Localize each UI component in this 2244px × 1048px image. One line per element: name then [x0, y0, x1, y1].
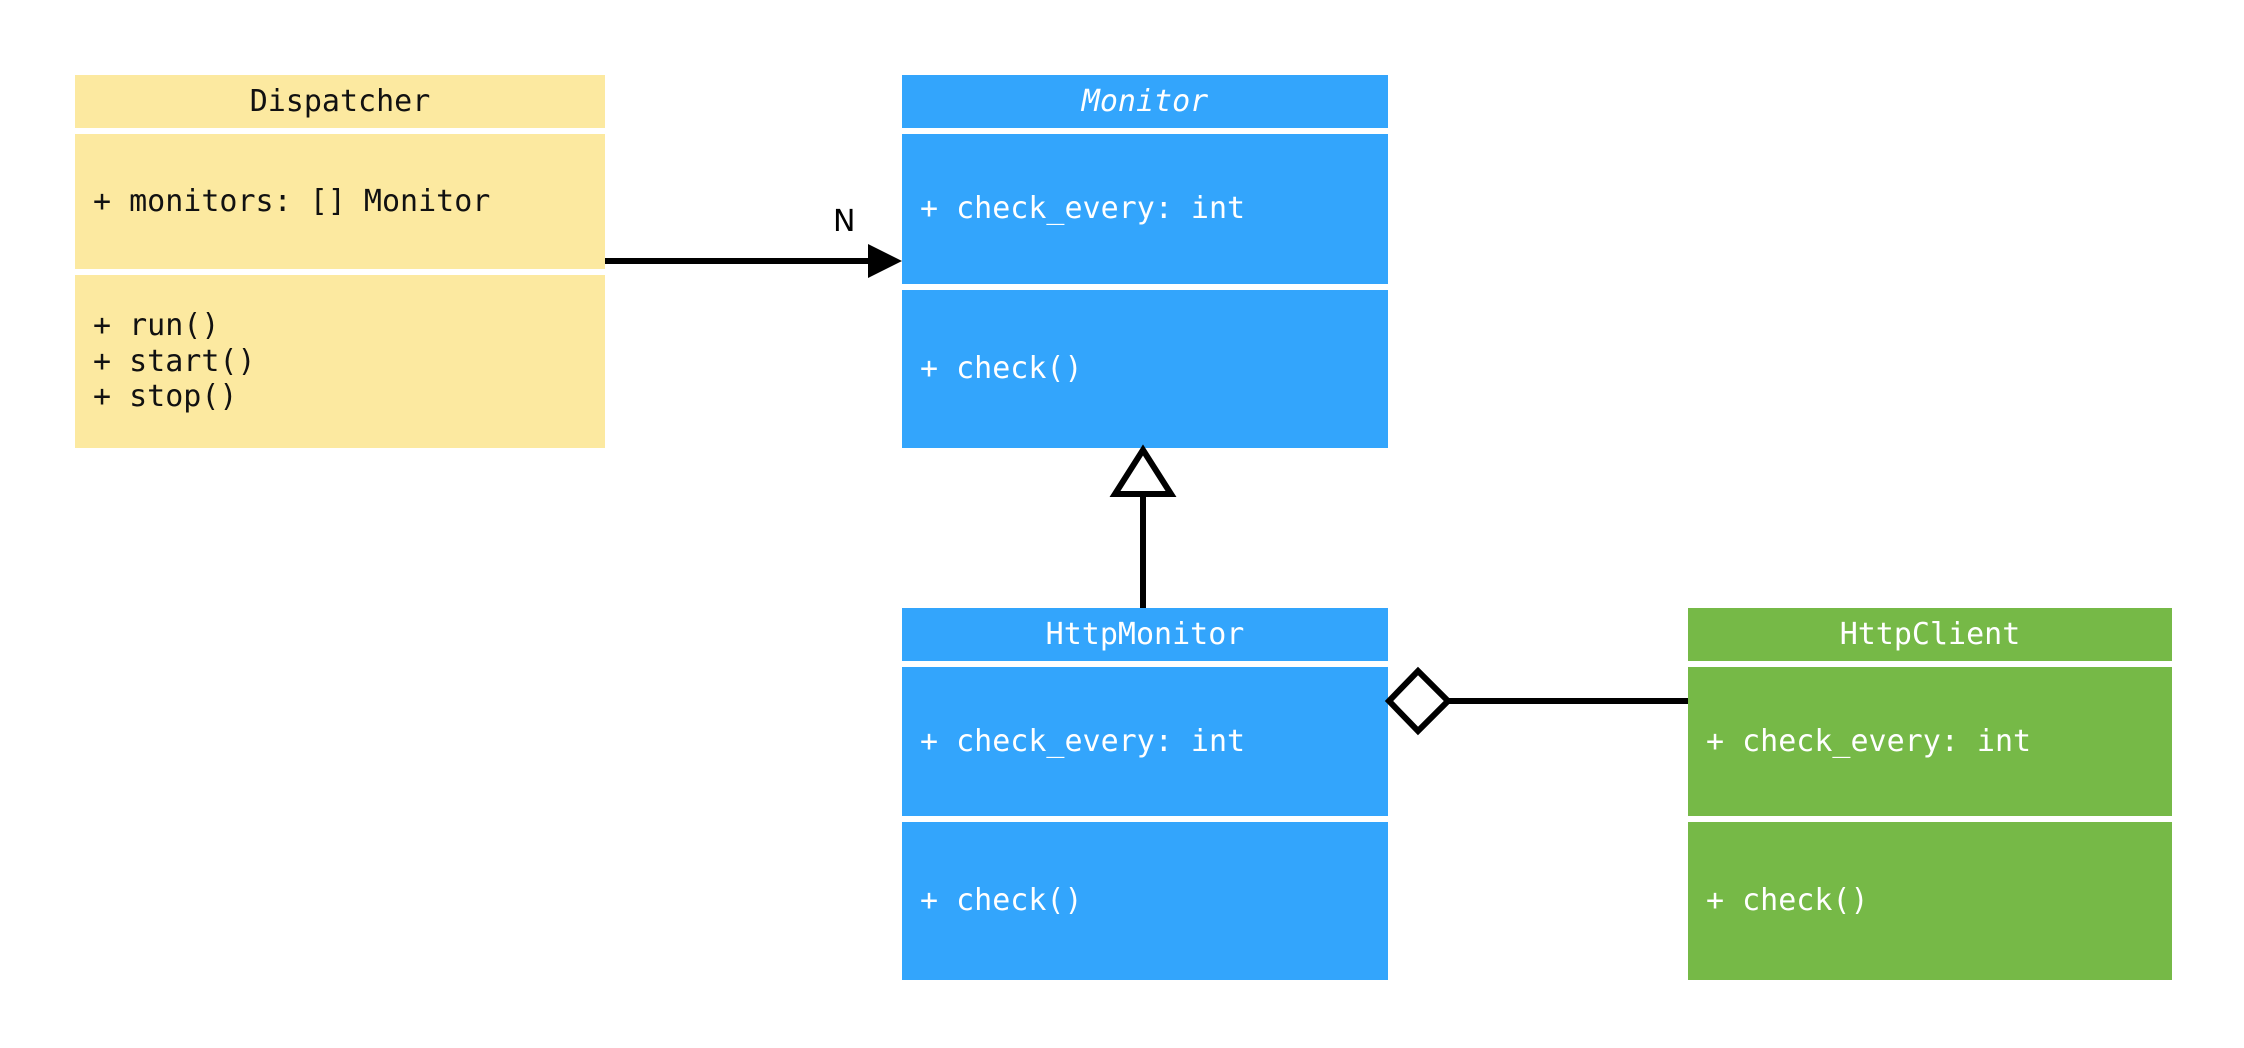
attribute-row: + check_every: int — [1706, 723, 2032, 759]
class-methods-monitor: + check() — [902, 290, 1388, 448]
edge-http-monitor-to-http-client — [1384, 666, 1688, 736]
class-attributes-http-monitor: + check_every: int — [902, 667, 1388, 816]
class-methods-http-monitor: + check() — [902, 822, 1388, 980]
class-title-dispatcher: Dispatcher — [75, 75, 605, 128]
hollow-triangle-icon — [1109, 444, 1177, 497]
class-title-http-client: HttpClient — [1688, 608, 2172, 661]
class-box-http-monitor[interactable]: HttpMonitor + check_every: int + check() — [902, 608, 1388, 980]
attribute-row: + check_every: int — [920, 191, 1246, 227]
class-methods-dispatcher: + run() + start() + stop() — [75, 275, 605, 448]
class-attributes-http-client: + check_every: int — [1688, 667, 2172, 816]
class-box-monitor[interactable]: Monitor + check_every: int + check() — [902, 75, 1388, 448]
class-box-http-client[interactable]: HttpClient + check_every: int + check() — [1688, 608, 2172, 980]
class-title-http-monitor: HttpMonitor — [902, 608, 1388, 661]
edge-dispatcher-to-monitor — [605, 244, 902, 278]
method-row: + check() — [1706, 883, 1869, 919]
method-row: + start() — [93, 343, 256, 379]
method-row: + check() — [920, 351, 1083, 387]
hollow-diamond-icon — [1384, 666, 1453, 736]
class-title-monitor: Monitor — [902, 75, 1388, 128]
class-box-dispatcher[interactable]: Dispatcher + monitors: [] Monitor + run(… — [75, 75, 605, 448]
method-row: + stop() — [93, 379, 238, 415]
attribute-row: + check_every: int — [920, 723, 1246, 759]
class-attributes-monitor: + check_every: int — [902, 134, 1388, 284]
method-row: + run() — [93, 307, 220, 343]
attribute-row: + monitors: [] Monitor — [93, 183, 491, 219]
class-methods-http-client: + check() — [1688, 822, 2172, 980]
class-attributes-dispatcher: + monitors: [] Monitor — [75, 134, 605, 269]
filled-arrowhead-icon — [868, 244, 902, 278]
method-row: + check() — [920, 883, 1083, 919]
edge-http-monitor-to-monitor — [1109, 444, 1177, 608]
edge-label-multiplicity-n: N — [833, 204, 856, 239]
